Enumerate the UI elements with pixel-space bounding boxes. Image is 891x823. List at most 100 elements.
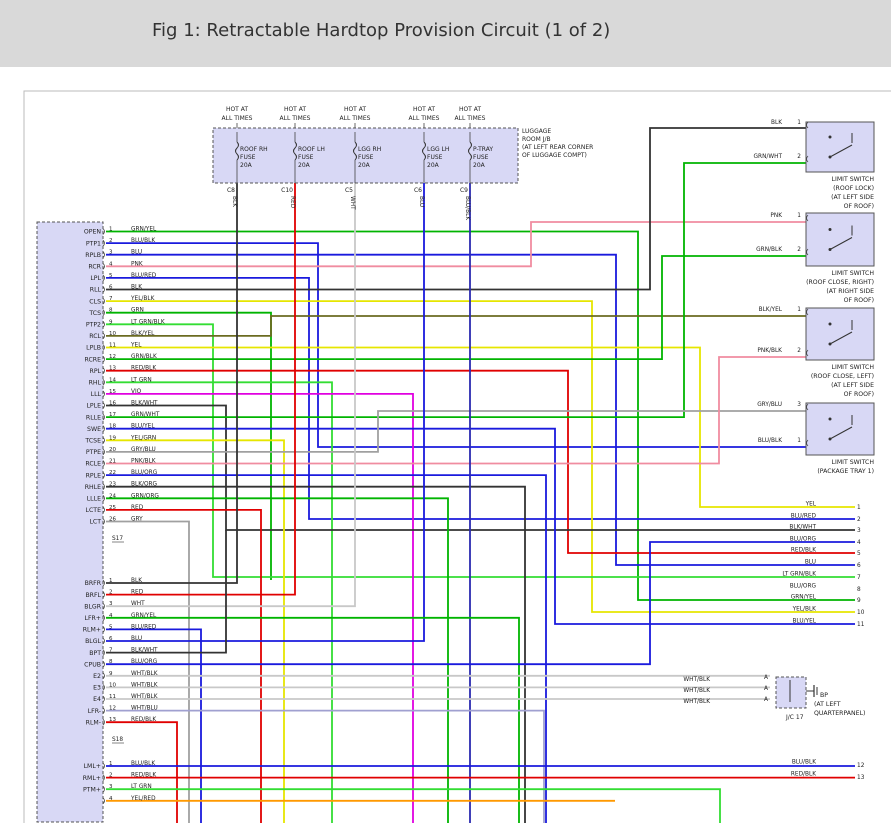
- pin-contact: [102, 672, 105, 680]
- pin-number: 4: [109, 261, 113, 267]
- module-pin-name: LCTE: [86, 507, 102, 514]
- module-pin-name: PTP1: [86, 240, 101, 247]
- wire-label: GRN/YEL: [131, 227, 157, 233]
- joint-connector: [775, 676, 807, 709]
- pin-number: 15: [109, 389, 116, 395]
- diagram-frame: [23, 90, 891, 823]
- pin-number: 24: [109, 493, 116, 499]
- wire-label: BLU/BLK: [131, 238, 155, 244]
- fuse-label: 20A: [473, 162, 486, 169]
- fuse-label: 20A: [427, 162, 440, 169]
- switch-pin-number: 2: [797, 247, 801, 253]
- wire-label: GRN/WHT: [131, 412, 160, 418]
- switch-blade-icon: [829, 237, 853, 250]
- limit-switch-title: LIMIT SWITCH: [832, 459, 875, 466]
- wire-brfr: [106, 183, 238, 584]
- switch-pin-number: 1: [797, 438, 801, 444]
- switch-pin-number: 2: [797, 348, 801, 354]
- jc-pin-label: A: [764, 675, 768, 681]
- limit-switch-title: (AT LEFT SIDE: [831, 382, 874, 389]
- exit-number: 13: [857, 775, 865, 781]
- pin-contact: [102, 579, 105, 587]
- switch-pin-contact: [806, 308, 809, 316]
- exit-number: 1: [857, 505, 861, 511]
- module-pin-name: RCLE: [85, 461, 101, 468]
- wire-label: PNK: [131, 261, 143, 267]
- module-pin-name: BPT: [89, 650, 101, 657]
- junction-block-label: OF LUGGAGE COMPT): [522, 152, 587, 159]
- jc-pin-label: A: [764, 686, 768, 692]
- pin-number: 6: [109, 636, 113, 642]
- jc-wire-label: WHT/BLK: [683, 699, 710, 705]
- connector-label-s17: S17: [112, 536, 123, 542]
- jc-ground-label: BP: [820, 692, 828, 699]
- switch-contact-icon: [828, 135, 832, 139]
- limit-switch-title: OF ROOF): [844, 391, 874, 398]
- switch-pin-contact: [806, 403, 809, 411]
- wire-ptm-plus: [106, 788, 721, 823]
- pin-number: 4: [109, 796, 113, 802]
- switch-pin-number: 1: [797, 213, 801, 219]
- limit-switch-title: (AT LEFT SIDE: [831, 194, 874, 201]
- pin-number: 1: [109, 761, 113, 767]
- limit-switch-title: LIMIT SWITCH: [832, 270, 875, 277]
- wire-label: LT GRN/BLK: [131, 319, 165, 325]
- switch-pin-number: 3: [797, 402, 801, 408]
- exit-number: 10: [857, 610, 865, 616]
- pin-contact: [102, 637, 105, 645]
- exit-wire-label: LT GRN/BLK: [782, 572, 816, 578]
- fuse-wire-label: WHT: [349, 196, 355, 210]
- wire-label: GRN/YEL: [131, 613, 157, 619]
- pin-contact: [102, 460, 105, 467]
- module-pin-name: CPUB: [84, 661, 101, 668]
- pin-number: 21: [109, 459, 116, 465]
- pin-contact: [102, 797, 105, 805]
- switch-contact-icon: [828, 322, 832, 326]
- pin-contact: [102, 707, 105, 714]
- wire-label: PNK/BLK: [131, 459, 156, 465]
- switch-wire-label: GRN/BLK: [756, 247, 782, 253]
- fuse-label: ROOF LH: [298, 146, 325, 153]
- wire-ptpe: [106, 410, 806, 453]
- fuse-icon: [468, 141, 472, 161]
- pin-number: 6: [109, 285, 113, 291]
- pin-contact: [102, 684, 105, 691]
- limit-switch-box: [805, 121, 875, 173]
- pin-number: 13: [109, 366, 116, 372]
- switch-wire-label: PNK: [770, 213, 782, 219]
- pin-contact: [102, 309, 105, 316]
- switch-pin-number: 2: [797, 154, 801, 160]
- wire-label: BLU/RED: [131, 624, 157, 630]
- wire-cpub: [106, 541, 855, 666]
- wire-label: RED/BLK: [131, 773, 156, 779]
- pin-contact: [102, 483, 105, 490]
- module-pin-name: BLGL: [85, 638, 101, 645]
- wire-label: WHT: [131, 601, 145, 607]
- module-pin-name: LCT: [89, 519, 101, 526]
- switch-wire-label: GRY/BLU: [757, 402, 782, 408]
- module-pin-name: BRFL: [85, 592, 101, 599]
- wire-label: YEL: [130, 343, 142, 349]
- switch-blade-icon: [829, 331, 853, 345]
- wire-label: BLK: [131, 285, 142, 291]
- pin-number: 2: [109, 773, 113, 779]
- wire-lcte: [106, 508, 262, 823]
- pin-contact: [102, 297, 105, 305]
- module-pin-name: E3: [93, 685, 101, 692]
- switch-pin-number: 1: [797, 120, 801, 126]
- pin-contact: [102, 471, 105, 479]
- pin-number: 17: [109, 412, 116, 418]
- wire-lpl: [106, 276, 855, 520]
- exit-number: 12: [857, 763, 865, 769]
- pin-contact: [102, 286, 105, 293]
- pin-number: 16: [109, 401, 116, 407]
- module-pin-name: BLGR: [84, 603, 101, 610]
- wire-label: BLU: [131, 636, 142, 642]
- module-pin-name: RPLB: [85, 252, 101, 259]
- pin-number: 1: [109, 578, 113, 584]
- pin-contact: [102, 518, 105, 525]
- pin-number: 8: [109, 308, 113, 314]
- exit-wire-label: YEL: [805, 502, 817, 508]
- module-pin-name: OPEN: [84, 229, 102, 236]
